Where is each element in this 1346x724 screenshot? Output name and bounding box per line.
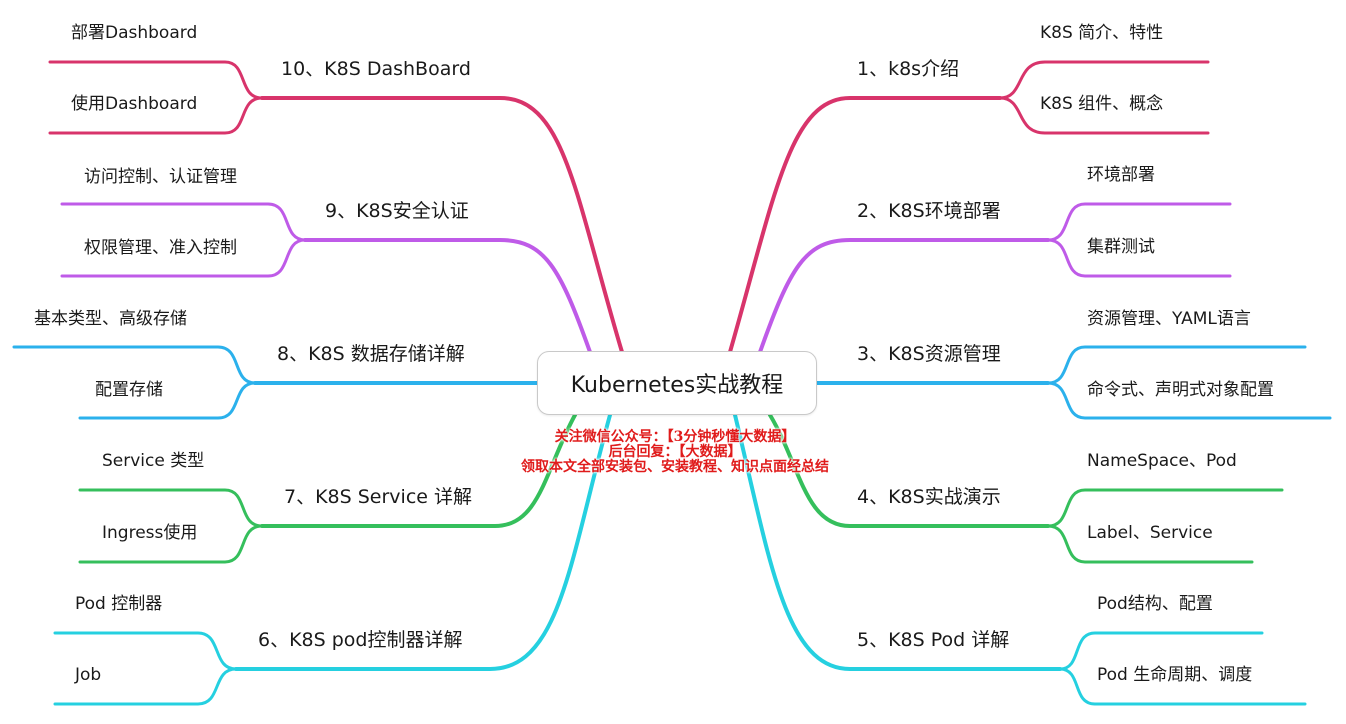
branch-4-child-1[interactable]: NameSpace、Pod xyxy=(1087,451,1237,471)
branch-2-fork xyxy=(1046,202,1232,278)
branch-7-child-1[interactable]: Service 类型 xyxy=(102,451,205,471)
branch-8-label[interactable]: 8、K8S 数据存储详解 xyxy=(277,343,465,365)
branch-1-trunk xyxy=(728,96,1002,354)
branch-7-label[interactable]: 7、K8S Service 详解 xyxy=(284,486,472,508)
branch-9-child-1[interactable]: 访问控制、认证管理 xyxy=(84,167,237,187)
branch-3-fork xyxy=(1046,345,1332,420)
branch-10-label[interactable]: 10、K8S DashBoard xyxy=(281,58,471,80)
branch-5-fork xyxy=(1058,631,1307,706)
branch-8-child-1[interactable]: 基本类型、高级存储 xyxy=(34,309,187,329)
branch-7-trunk xyxy=(260,413,577,528)
branch-10-trunk xyxy=(260,96,624,354)
branch-7-fork xyxy=(78,488,264,564)
branch-1-child-1[interactable]: K8S 简介、特性 xyxy=(1040,23,1164,43)
branch-9-trunk xyxy=(303,238,592,354)
branch-8-child-2[interactable]: 配置存储 xyxy=(95,380,163,400)
branch-6-trunk xyxy=(234,413,612,671)
promo-note-line-3: 领取本文全部安装包、安装教程、知识点面经总结 xyxy=(521,459,829,475)
branch-7-child-2[interactable]: Ingress使用 xyxy=(102,523,198,543)
promo-note-line-1: 关注微信公众号：【3分钟秒懂大数据】 xyxy=(554,429,796,445)
branch-8-fork xyxy=(12,345,257,420)
branch-3-label[interactable]: 3、K8S资源管理 xyxy=(857,343,1001,365)
branch-2-child-1[interactable]: 环境部署 xyxy=(1087,165,1155,185)
branch-3-child-1[interactable]: 资源管理、YAML语言 xyxy=(1087,309,1251,329)
branch-3-child-2[interactable]: 命令式、声明式对象配置 xyxy=(1087,380,1274,400)
branch-2-trunk xyxy=(758,238,1050,354)
central-topic[interactable]: Kubernetes实战教程 xyxy=(537,351,817,415)
branch-9-fork xyxy=(60,202,307,278)
central-topic-title: Kubernetes实战教程 xyxy=(570,373,784,398)
branch-5-child-1[interactable]: Pod结构、配置 xyxy=(1097,594,1213,614)
branch-10-child-1[interactable]: 部署Dashboard xyxy=(71,23,198,43)
branch-2-label[interactable]: 2、K8S环境部署 xyxy=(857,200,1001,222)
branch-9-label[interactable]: 9、K8S安全认证 xyxy=(325,200,469,222)
branch-6-child-2[interactable]: Job xyxy=(75,665,102,685)
branch-10-child-2[interactable]: 使用Dashboard xyxy=(71,94,198,114)
branch-10-fork xyxy=(48,60,264,135)
branch-4-child-2[interactable]: Label、Service xyxy=(1087,523,1213,543)
branch-5-label[interactable]: 5、K8S Pod 详解 xyxy=(857,629,1010,651)
branch-4-trunk xyxy=(768,413,1050,528)
promo-note-line-2: 后台回复：【大数据】 xyxy=(608,444,742,460)
branch-1-child-2[interactable]: K8S 组件、概念 xyxy=(1040,94,1164,114)
branch-6-fork xyxy=(53,631,238,706)
branch-4-fork xyxy=(1046,488,1284,564)
branch-4-label[interactable]: 4、K8S实战演示 xyxy=(857,486,1001,508)
branch-9-child-2[interactable]: 权限管理、准入控制 xyxy=(84,238,237,258)
branch-1-fork xyxy=(998,60,1210,135)
promo-note: 关注微信公众号：【3分钟秒懂大数据】 后台回复：【大数据】 领取本文全部安装包、… xyxy=(460,430,890,475)
branch-6-label[interactable]: 6、K8S pod控制器详解 xyxy=(258,629,463,651)
branch-5-trunk xyxy=(733,413,1062,671)
branch-2-child-2[interactable]: 集群测试 xyxy=(1087,237,1155,257)
branch-5-child-2[interactable]: Pod 生命周期、调度 xyxy=(1097,665,1253,685)
branch-6-child-1[interactable]: Pod 控制器 xyxy=(75,594,163,614)
branch-1-label[interactable]: 1、k8s介绍 xyxy=(857,58,960,80)
